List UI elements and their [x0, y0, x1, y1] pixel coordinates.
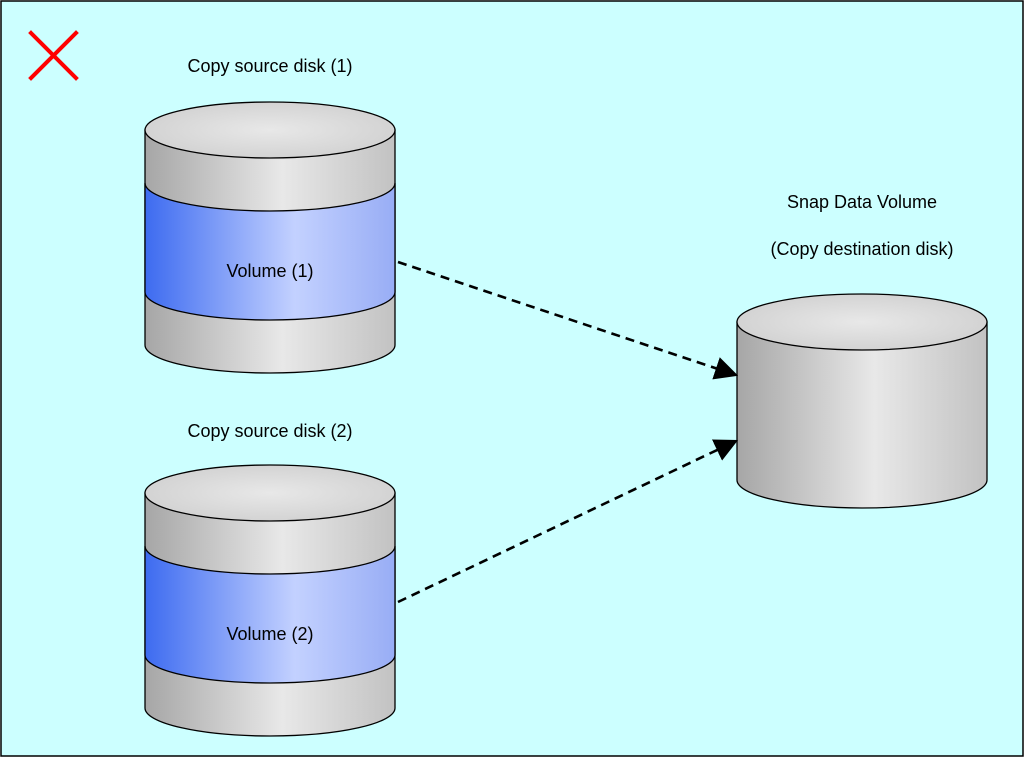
source-disk-1-label: Copy source disk (1)	[187, 56, 352, 76]
source-disk-2-label: Copy source disk (2)	[187, 421, 352, 441]
cross-icon	[28, 30, 79, 81]
volume-1-band	[144, 182, 396, 321]
destination-disk	[736, 293, 988, 509]
source-disk-2	[144, 464, 396, 737]
volume-1-label: Volume (1)	[226, 261, 313, 281]
arrow-volume-2-to-destination	[397, 439, 739, 604]
volume-2-band	[144, 545, 396, 684]
volume-2-label: Volume (2)	[226, 624, 313, 644]
destination-label-line1: Snap Data Volume	[787, 192, 937, 212]
destination-label-line2: (Copy destination disk)	[770, 239, 953, 259]
source-disk-1	[144, 101, 396, 374]
